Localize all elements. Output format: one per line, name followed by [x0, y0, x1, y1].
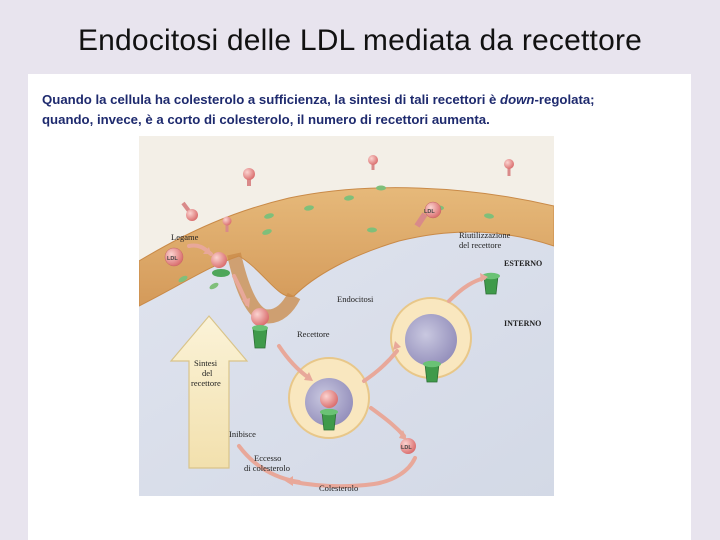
membrane-protein: [367, 228, 377, 233]
caption-emphasis: down: [500, 92, 534, 107]
ldl-label-c: LDL: [424, 209, 435, 215]
label-endocitosi: Endocitosi: [337, 294, 374, 304]
label-sintesi-3: recettore: [191, 378, 221, 388]
label-sintesi-1: Sintesi: [194, 358, 218, 368]
label-interno: INTERNO: [504, 319, 541, 328]
ldl-on-receptor: [211, 252, 227, 268]
label-riutilizzazione-2: del recettore: [459, 240, 501, 250]
free-ldl-cytoplasm: LDL: [400, 438, 416, 454]
label-eccesso-1: Eccesso: [254, 453, 281, 463]
caption-line-1: Quando la cellula ha colesterolo a suffi…: [42, 90, 682, 110]
ldl-label-b: LDL: [401, 445, 412, 451]
label-inibisce: Inibisce: [229, 429, 256, 439]
ldl-label-a: LDL: [167, 256, 178, 262]
label-colesterolo: Colesterolo: [319, 483, 358, 493]
endocytosis-figure: LDL LDL LDL: [139, 136, 554, 496]
caption-line-2: quando, invece, è a corto di colesterolo…: [42, 110, 682, 130]
label-legame: Legame: [171, 232, 199, 242]
label-sintesi-2: del: [202, 368, 213, 378]
receptor-surface: [212, 269, 230, 277]
label-riutilizzazione-1: Riutilizzazione: [459, 230, 511, 240]
slide-title: Endocitosi delle LDL mediata da recettor…: [0, 24, 720, 58]
label-recettore: Recettore: [297, 329, 330, 339]
membrane-protein: [376, 186, 386, 191]
caption-text-a: Quando la cellula ha colesterolo a suffi…: [42, 92, 500, 107]
figure-caption: Quando la cellula ha colesterolo a suffi…: [42, 90, 682, 130]
endocytosis-diagram: LDL LDL LDL: [139, 136, 554, 496]
caption-text-b: -regolata;: [534, 92, 594, 107]
label-eccesso-2: di colesterolo: [244, 463, 290, 473]
label-esterno: ESTERNO: [504, 259, 542, 268]
